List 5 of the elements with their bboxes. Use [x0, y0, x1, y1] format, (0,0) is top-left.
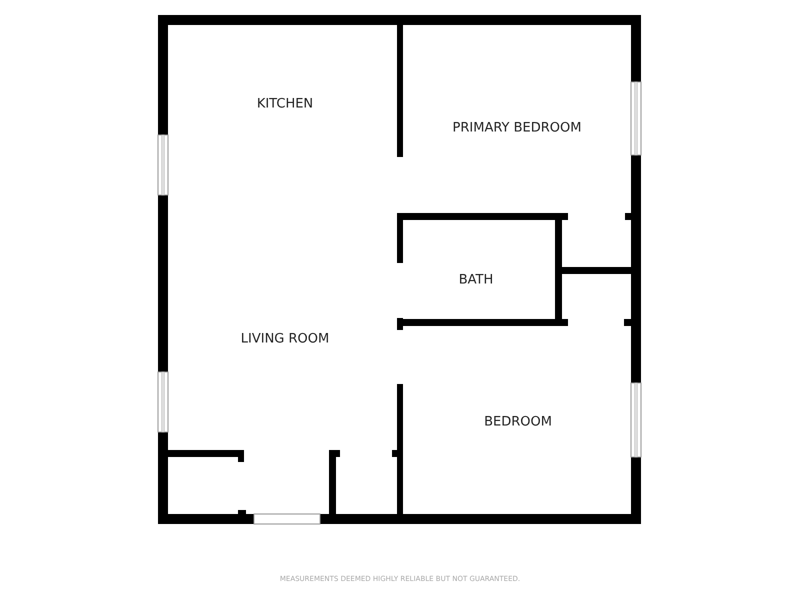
room-label: KITCHEN: [256, 96, 314, 112]
room-label: PRIMARY BEDROOM: [452, 120, 582, 136]
room-label: BEDROOM: [484, 414, 552, 430]
room-label: LIVING ROOM: [240, 332, 330, 346]
room-label: BATH: [458, 272, 494, 288]
